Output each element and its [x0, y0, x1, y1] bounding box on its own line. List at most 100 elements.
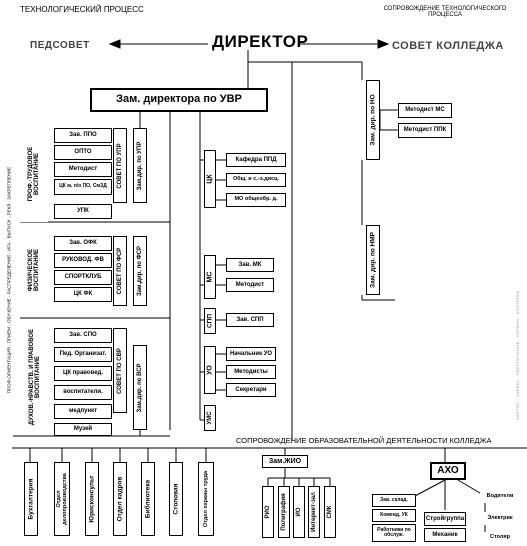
- group2-item-4: ЦК ФК: [54, 287, 112, 302]
- ck-item-2: Общ. и с.-э.дисц.: [226, 173, 286, 187]
- process-strip: ПРОФ-ОРИЕНТАЦИЯ - ПРИЕМ - ОБУЧЕНИЕ - РАС…: [4, 115, 13, 445]
- group2-item-2: РУКОВОД. ФВ: [54, 253, 112, 268]
- group3-council: СОВЕТ ПО СВР: [113, 328, 127, 413]
- mc-item-2: Методист: [226, 278, 274, 292]
- group3-title: ДУХОВ.-НРАВСТВ. И ПРАВОВОЕ ВОСПИТАНИЕ: [20, 322, 50, 432]
- bottom-unit-2: Отдел делопроизводства: [54, 462, 70, 536]
- aho-left-1: Зав. склад.: [372, 494, 416, 507]
- uo-box: УО: [204, 346, 216, 394]
- mc-box: МС: [204, 255, 216, 299]
- group1-deputy: Зам.дир. по УПР: [133, 128, 147, 203]
- bottom-unit-4-text: Отдел кадров: [116, 476, 124, 522]
- group1-item-5: УПК: [54, 204, 112, 219]
- group2-council-text: СОВЕТ ПО ФСР: [117, 247, 123, 295]
- spp-item-1: Зав. СПП: [226, 313, 274, 327]
- group1-title: ПРОФ.-ТРУДОВОЕ ВОСПИТАНИЕ: [20, 125, 48, 222]
- zhio-item-5: СМК: [324, 486, 336, 538]
- group1-deputy-text: Зам.дир. по УПР: [137, 141, 143, 190]
- zhio-item-2-text: Полиграфия: [281, 493, 287, 531]
- college-council: СОВЕТ КОЛЛЕДЖА: [392, 40, 504, 52]
- bottom-unit-5: Библиотека: [141, 462, 155, 536]
- aho-middle-2: Механик: [424, 528, 466, 542]
- aho-left-2: Коменд. УК: [372, 509, 416, 522]
- group2-title: ФИЗИЧЕСКОЕ ВОСПИТАНИЕ: [20, 225, 48, 315]
- bottom-unit-2-text: Отдел делопроизводства: [56, 473, 68, 525]
- group3-item-5: медпункт: [54, 404, 112, 419]
- bottom-unit-7: Отдел охраны труда: [198, 462, 214, 536]
- spp-label: СПП: [206, 313, 214, 329]
- group1-item-2: ОПТО: [54, 145, 112, 160]
- header-right: СОПРОВОЖДЕНИЕ ТЕХНОЛОГИЧЕСКОГО ПРОЦЕССА: [365, 6, 525, 18]
- bottom-unit-6: Столовая: [169, 462, 183, 536]
- group3-council-text: СОВЕТ ПО СВР: [117, 347, 123, 394]
- group3-deputy: Зам.дир. по ВСР: [133, 345, 147, 430]
- deputy-nmr: Зам. дир. по НМР: [366, 225, 380, 295]
- group1-item-3: Методист: [54, 162, 112, 177]
- bottom-unit-4: Отдел кадров: [113, 462, 127, 536]
- ums-box: УМС: [204, 405, 216, 431]
- mc-label: МС: [206, 271, 214, 283]
- ck-item-3: МО общеобр. д.: [226, 193, 286, 207]
- ck-box: ЦК: [204, 150, 216, 208]
- bottom-unit-3: Юрисконсульт: [85, 462, 99, 536]
- group3-deputy-text: Зам.дир. по ВСР: [137, 362, 143, 413]
- ck-label: ЦК: [206, 174, 214, 184]
- aho-left-3: Работники по обслуж.: [372, 524, 416, 542]
- group1-title-text: ПРОФ.-ТРУДОВОЕ ВОСПИТАНИЕ: [28, 146, 40, 201]
- group3-item-4: воспитатели.: [54, 385, 112, 400]
- zhio-item-3: ИО: [293, 486, 305, 538]
- bottom-unit-1: Бухгалтерия: [24, 462, 38, 536]
- group1-item-4: ЦК м. п/о ПО, СмЗД: [54, 179, 112, 195]
- ck-item-1: Кафедра ППД: [226, 153, 286, 167]
- group2-title-text: ФИЗИЧЕСКОЕ ВОСПИТАНИЕ: [28, 248, 40, 292]
- group1-council: СОВЕТ ПО УПР: [113, 128, 127, 203]
- ho-item-1: Методист МС: [398, 103, 452, 118]
- deputy-uvr-box: Зам. директора по УВР: [90, 88, 268, 112]
- group1-council-text: СОВЕТ ПО УПР: [117, 142, 123, 189]
- header-right-line1: СОПРОВОЖДЕНИЕ ТЕХНОЛОГИЧЕСКОГО: [383, 6, 507, 12]
- group2-item-1: Зав. ОФК: [54, 236, 112, 251]
- group2-deputy-text: Зам.дир. по ФСР: [137, 245, 143, 297]
- mc-item-1: Зав. МК: [226, 258, 274, 272]
- header-bottom: СОПРОВОЖДЕНИЕ ОБРАЗОВАТЕЛЬНОЙ ДЕЯТЕЛЬНОС…: [236, 436, 492, 445]
- right-faint-text: ЗАПРОС - ЗАЯВКА - ОБЕСПЕЧЕНИЕ - СЕРВИС -…: [515, 290, 520, 420]
- ho-item-2: Методист ППК: [398, 123, 452, 138]
- group3-item-3: ЦК правовед.: [54, 366, 112, 381]
- aho-box: АХО: [430, 462, 466, 480]
- bottom-unit-1-text: Бухгалтерия: [27, 478, 35, 520]
- group3-item-6: Музей: [54, 423, 112, 436]
- bottom-unit-6-text: Столовая: [172, 483, 180, 515]
- uo-item-2: Методисты: [226, 365, 276, 379]
- spp-box: СПП: [204, 308, 216, 334]
- process-strip-text: ПРОФ-ОРИЕНТАЦИЯ - ПРИЕМ - ОБУЧЕНИЕ - РАС…: [6, 166, 11, 394]
- director: ДИРЕКТОР: [212, 32, 309, 51]
- group1-item-1: Зав. ППО: [54, 128, 112, 143]
- aho-right-2: Электрик: [480, 512, 520, 525]
- header-left: ТЕХНОЛОГИЧЕСКИЙ ПРОЦЕСС: [20, 5, 144, 14]
- zhio-item-2: Полиграфия: [278, 486, 290, 538]
- deputy-ho: Зам. дир. по НО: [366, 80, 380, 160]
- uo-item-1: Начальник УО: [226, 347, 276, 361]
- bottom-unit-5-text: Библиотека: [144, 479, 152, 519]
- bottom-unit-7-text: Отдел охраны труда: [203, 470, 209, 528]
- group3-title-text: ДУХОВ.-НРАВСТВ. И ПРАВОВОЕ ВОСПИТАНИЕ: [29, 328, 41, 426]
- zhio-item-4: Интернет-зал: [308, 486, 320, 538]
- group2-deputy: Зам.дир. по ФСР: [133, 236, 147, 306]
- aho-right-3: Столяр: [480, 532, 520, 544]
- deputy-nmr-text: Зам. дир. по НМР: [369, 232, 377, 288]
- zhio-box: Зам.ЖИО: [262, 455, 308, 468]
- zhio-item-1-text: РИО: [265, 505, 271, 519]
- bottom-unit-3-text: Юрисконсульт: [88, 475, 96, 523]
- aho-right-1: Водители: [480, 490, 520, 503]
- group2-council: СОВЕТ ПО ФСР: [113, 236, 127, 306]
- group3-item-2: Пед. Организат.: [54, 347, 112, 362]
- zhio-item-5-text: СМК: [327, 505, 333, 519]
- zhio-item-3-text: ИО: [296, 507, 302, 517]
- uo-item-3: Секретари: [226, 383, 276, 397]
- zhio-item-4-text: Интернет-зал: [311, 492, 317, 532]
- uo-label: УО: [206, 365, 214, 375]
- ums-label: УМС: [207, 411, 213, 425]
- group2-item-3: СПОРТКЛУБ: [54, 270, 112, 285]
- zhio-item-1: РИО: [262, 486, 274, 538]
